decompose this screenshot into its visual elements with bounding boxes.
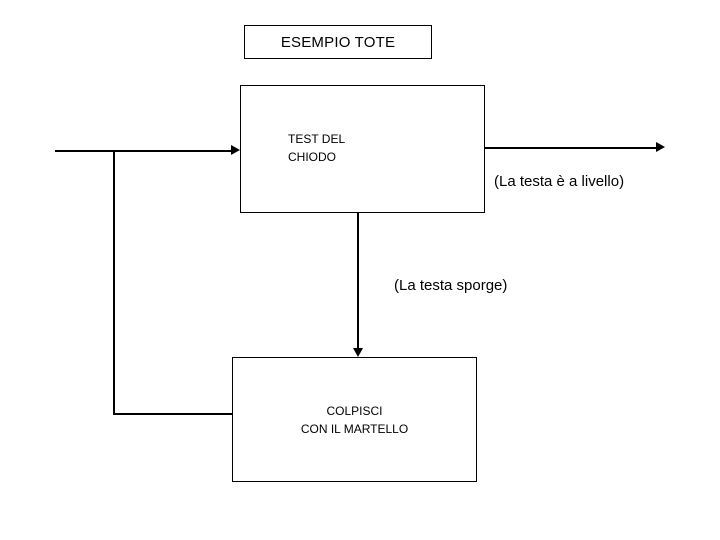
input-arrow-line — [55, 150, 231, 152]
action-box: COLPISCI CON IL MARTELLO — [232, 357, 477, 482]
title-box: ESEMPIO TOTE — [244, 25, 432, 59]
test-box-label: TEST DEL CHIODO — [288, 132, 346, 164]
feedback-loop-vertical-line — [113, 150, 115, 414]
operate-arrow-line — [357, 212, 359, 348]
exit-condition-label: (La testa è a livello) — [494, 173, 625, 190]
title-box-label: ESEMPIO TOTE — [280, 33, 396, 51]
action-box-label: COLPISCI CON IL MARTELLO — [300, 404, 409, 436]
exit-arrow-line — [484, 147, 656, 149]
loop-condition-label: (La testa sporge) — [394, 277, 508, 294]
test-box: TEST DEL CHIODO — [240, 85, 485, 213]
feedback-loop-horizontal-line — [113, 413, 233, 415]
exit-arrowhead-icon — [656, 142, 665, 152]
operate-arrowhead-icon — [353, 348, 363, 357]
input-arrowhead-icon — [231, 145, 240, 155]
